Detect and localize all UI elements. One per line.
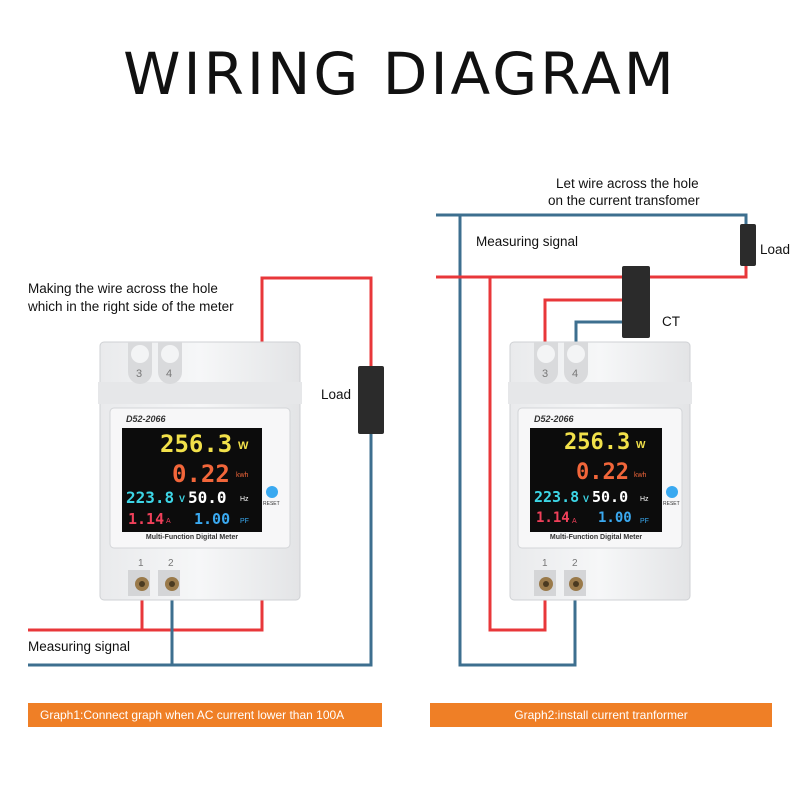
graph1-caption: Graph1:Connect graph when AC current low… xyxy=(28,703,382,727)
graph2-red-down xyxy=(488,277,547,632)
graph2-load-box xyxy=(740,224,756,266)
meter-1 xyxy=(98,341,302,601)
frequency-value: 50.0 xyxy=(188,488,227,507)
meter-2 xyxy=(508,341,692,601)
terminal-label-3: 3 xyxy=(136,368,143,380)
terminal-label-3: 3 xyxy=(542,368,549,380)
voltage-value: 223.8 xyxy=(126,488,175,507)
terminal-label-2: 2 xyxy=(572,558,578,569)
graph2-ct-label: CT xyxy=(662,314,680,329)
graph2-blue-outer xyxy=(436,213,748,667)
voltage-unit: V xyxy=(583,494,590,504)
current-unit: A xyxy=(166,518,171,525)
graph2-instruction-line1: Let wire across the hole xyxy=(556,176,699,191)
graph1-wires xyxy=(28,276,373,667)
graph2-measuring-label: Measuring signal xyxy=(476,234,579,249)
terminal-label-4: 4 xyxy=(166,368,173,380)
graph1-load-box xyxy=(358,366,384,434)
terminal-label-4: 4 xyxy=(572,368,579,380)
energy-unit: kwh xyxy=(634,472,647,479)
graph1-load-label: Load xyxy=(321,387,352,402)
current-value: 1.14 xyxy=(128,510,165,528)
graph2-caption: Graph2:install current tranformer xyxy=(430,703,772,727)
pf-unit: PF xyxy=(640,518,649,525)
graph2-ct-box xyxy=(622,266,650,338)
power-unit: W xyxy=(636,440,646,451)
graph1-red-wire-top xyxy=(260,276,373,368)
reset-label: RESET xyxy=(263,501,280,507)
current-value: 1.14 xyxy=(536,510,570,526)
power-value: 256.3 xyxy=(564,430,631,455)
graph1-measuring-label: Measuring signal xyxy=(28,639,131,654)
meter-model: D52-2066 xyxy=(534,414,574,424)
meter-model: D52-2066 xyxy=(126,414,166,424)
reset-label: RESET xyxy=(663,501,680,507)
pf-value: 1.00 xyxy=(598,510,632,526)
graph2-instruction-line2: on the current transfomer xyxy=(548,193,700,208)
power-unit: W xyxy=(238,440,249,452)
power-value: 256.3 xyxy=(160,430,233,458)
pf-unit: PF xyxy=(240,518,249,525)
graph1-instruction-line1: Making the wire across the hole xyxy=(28,281,218,296)
graph2-red-main xyxy=(436,262,748,279)
pf-value: 1.00 xyxy=(194,510,231,528)
graph2-ct-red-lead xyxy=(543,298,626,352)
meter-1-labels: 3 4 D52-2066 256.3 W 0.22 kwh 223.8 V 50… xyxy=(100,342,300,600)
graph1-red-wire-bottom xyxy=(140,590,264,632)
frequency-unit: Hz xyxy=(640,496,649,503)
page-title: WIRING DIAGRAM xyxy=(123,40,677,108)
meter-name: Multi-Function Digital Meter xyxy=(145,534,239,541)
frequency-value: 50.0 xyxy=(592,488,629,506)
meter-2-labels: 3 4 D52-2066 256.3 W 0.22 kwh 223.8 V 50… xyxy=(510,342,690,600)
current-unit: A xyxy=(572,518,577,525)
energy-unit: kwh xyxy=(236,472,249,479)
energy-value: 0.22 xyxy=(172,460,230,488)
voltage-unit: V xyxy=(179,494,186,504)
energy-value: 0.22 xyxy=(576,460,629,485)
terminal-label-1: 1 xyxy=(138,558,144,569)
frequency-unit: Hz xyxy=(240,496,249,503)
terminal-label-2: 2 xyxy=(168,558,174,569)
voltage-value: 223.8 xyxy=(534,488,580,506)
graph1-blue-wire-load xyxy=(172,432,373,667)
terminal-label-1: 1 xyxy=(542,558,548,569)
graph1-instruction-line2: which in the right side of the meter xyxy=(28,299,234,314)
graph2-load-label: Load xyxy=(760,242,791,257)
meter-name: Multi-Function Digital Meter xyxy=(549,534,643,541)
